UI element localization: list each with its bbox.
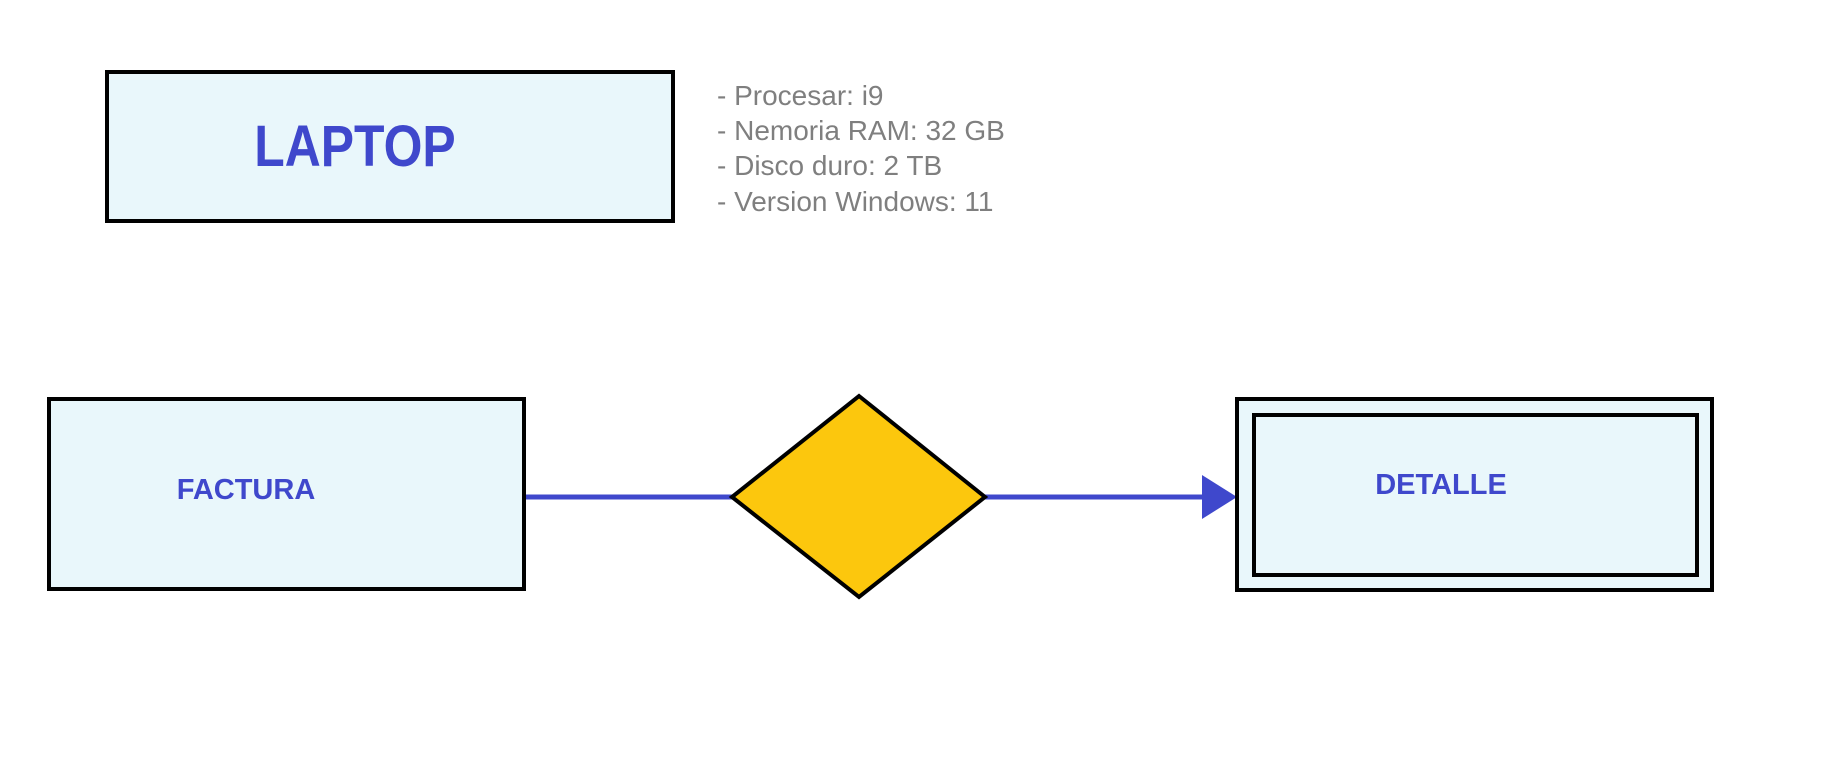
relationship-diamond[interactable] (728, 393, 989, 600)
detalle-entity-label: DETALLE (1375, 469, 1507, 501)
detalle-weak-entity[interactable]: DETALLE (1235, 397, 1714, 592)
factura-entity[interactable]: FACTURA (47, 397, 526, 591)
arrowhead-icon (1202, 475, 1237, 519)
factura-entity-label: FACTURA (177, 474, 316, 506)
attribute-ram: - Nemoria RAM: 32 GB (717, 115, 1005, 146)
factura-entity-box (47, 397, 526, 591)
attribute-processor: - Procesar: i9 (717, 80, 884, 111)
laptop-attribute-list: - Procesar: i9 - Nemoria RAM: 32 GB - Di… (717, 80, 1005, 217)
laptop-entity-label: LAPTOP (254, 115, 455, 179)
attribute-disk: - Disco duro: 2 TB (717, 150, 942, 181)
laptop-entity-box (105, 70, 675, 223)
attribute-windows: - Version Windows: 11 (717, 186, 994, 217)
detalle-entity-inner-box (1252, 413, 1699, 577)
relationship-diamond-shape (728, 393, 989, 600)
laptop-entity[interactable]: LAPTOP (105, 70, 675, 223)
